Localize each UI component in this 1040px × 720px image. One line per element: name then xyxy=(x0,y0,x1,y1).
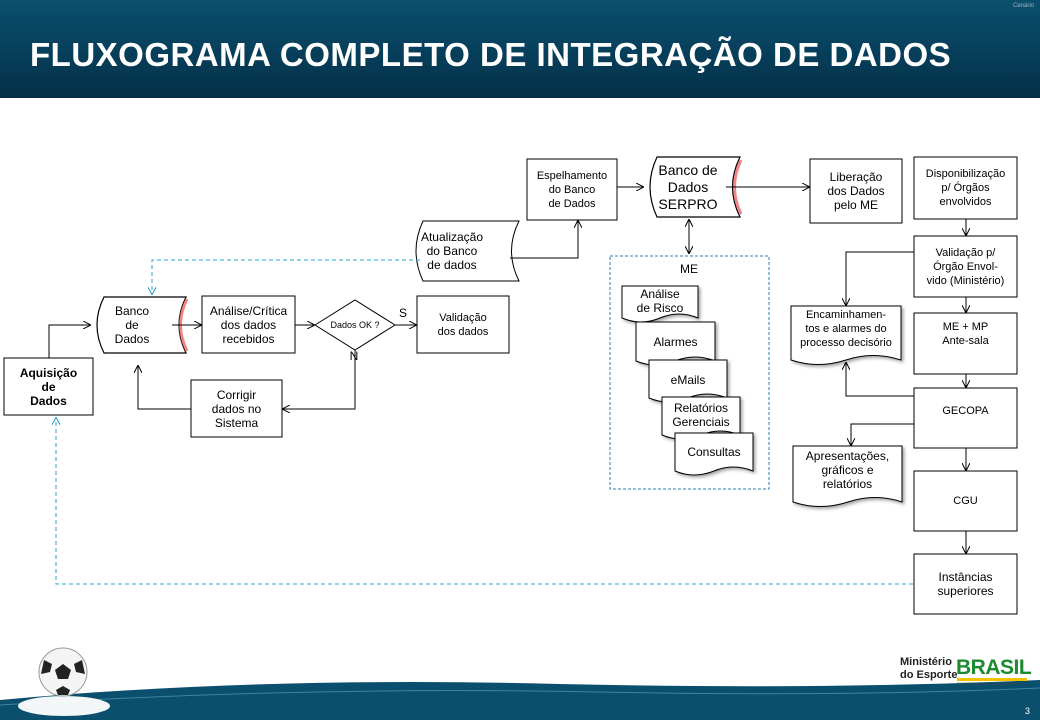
page-number: 3 xyxy=(1024,706,1030,716)
conn-atualizacao-espelhamento xyxy=(510,221,578,259)
doc-consultas-label: Consultas xyxy=(687,445,741,459)
instancias-box xyxy=(913,553,1018,615)
me-group-label: ME xyxy=(680,262,698,276)
serpro-label: Banco de Dados SERPRO xyxy=(658,161,718,212)
doc-encaminhamentos xyxy=(790,305,902,365)
doc-consultas xyxy=(674,432,754,476)
me-mp-label: ME + MP Ante-sala xyxy=(942,321,989,347)
banco1-shape xyxy=(96,296,187,354)
cgu-label: CGU xyxy=(953,495,978,507)
me-mp-box xyxy=(913,312,1018,375)
validacao-box xyxy=(416,295,510,354)
conn-valid-encaminhamentos xyxy=(846,251,914,305)
doc-analise-risco-label: Análise de Risco xyxy=(636,287,684,315)
liberacao-box xyxy=(809,158,903,224)
doc-emails-label: eMails xyxy=(670,373,706,387)
espelhamento-box xyxy=(526,158,618,221)
conn-gecopa-apresentacoes xyxy=(851,423,914,445)
footer-band xyxy=(0,680,1040,720)
me-group-box xyxy=(609,255,770,490)
atualizacao-label: Atualização do Banco de dados xyxy=(420,230,484,272)
aquisicao-label: Aquisição de Dados xyxy=(19,365,78,408)
conn-atualizacao-banco-feedback xyxy=(152,259,420,294)
doc-alarmes-label: Alarmes xyxy=(653,335,698,349)
conn-gecopa-encaminhamentos xyxy=(846,363,914,397)
doc-analise-risco xyxy=(621,285,699,323)
doc-relatorios-label: Relatórios Gerenciais xyxy=(672,401,730,429)
cgu-box xyxy=(913,470,1018,532)
nao-label: N xyxy=(349,349,359,363)
validacao-orgao-label: Validação p/ Órgão Envol- vido (Ministér… xyxy=(926,246,1005,287)
espelhamento-label: Espelhamento do Banco de Dados xyxy=(536,169,608,210)
atualizacao-shape xyxy=(415,220,520,282)
analise-critica-box xyxy=(201,295,296,354)
brasil-logo-text: BRASIL xyxy=(956,656,1032,679)
soccer-ball-icon xyxy=(18,647,110,716)
liberacao-label: Liberação dos Dados pelo ME xyxy=(827,170,885,212)
encaminhamentos-label: Encaminhamen- tos e alarmes do processo … xyxy=(800,309,892,349)
sim-label: S xyxy=(398,306,407,320)
corrigir-label: Corrigir dados no Sistema xyxy=(211,387,262,430)
ministerio-logo-text: Ministério do Esporte xyxy=(900,656,958,681)
conn-decisao-corrigir xyxy=(283,350,356,409)
banco1-label: Banco de Dados xyxy=(114,304,150,346)
brasil-ribbon xyxy=(957,678,1027,681)
header-bar: FLUXOGRAMA COMPLETO DE INTEGRAÇÃO DE DAD… xyxy=(0,0,1040,98)
validacao-label: Validação dos dados xyxy=(437,311,489,338)
disponibilizacao-label: Disponibilização p/ Órgãos envolvidos xyxy=(925,168,1006,208)
page-title: FLUXOGRAMA COMPLETO DE INTEGRAÇÃO DE DAD… xyxy=(30,36,952,73)
brasil-slogan: PAÍS RICO É PAÍS SEM POBREZA xyxy=(957,681,1021,686)
gecopa-label: GECOPA xyxy=(942,405,989,417)
gecopa-box xyxy=(913,387,1018,449)
decisao-label: Dados OK ? xyxy=(330,320,380,330)
instancias-label: Instâncias superiores xyxy=(937,570,994,598)
apresentacoes-label: Apresentações, gráficos e relatórios xyxy=(805,449,890,491)
doc-apresentacoes xyxy=(792,445,903,507)
conn-corrigir-banco xyxy=(138,366,191,410)
serpro-shape xyxy=(649,156,741,218)
conn-aquisicao-banco xyxy=(48,325,90,358)
analise-critica-label: Análise/Crítica dos dados recebidos xyxy=(209,303,288,346)
header-tag: Cenário xyxy=(1012,3,1034,9)
conn-instancias-aquisicao-feedback xyxy=(56,418,913,585)
